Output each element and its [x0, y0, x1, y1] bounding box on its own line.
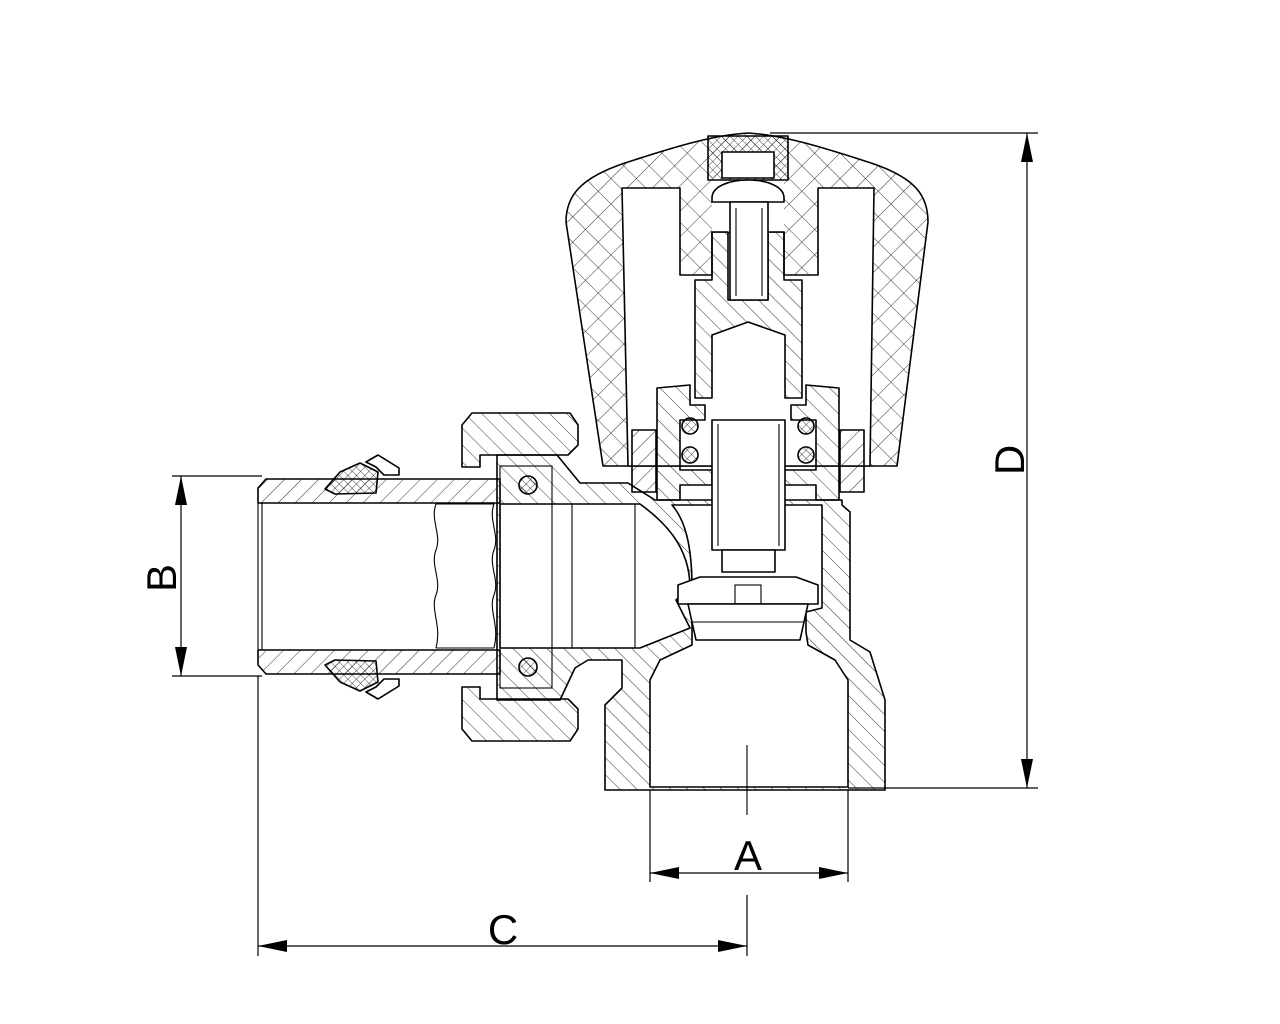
dimension-c-arrow-left: [258, 940, 287, 952]
union-sleeve: [499, 465, 636, 689]
dimension-d: D: [770, 132, 1038, 789]
union-nut-top: [461, 412, 579, 468]
bonnet-left: [656, 384, 713, 501]
o-ring-union-bottom: [518, 657, 538, 677]
dimension-c: C: [257, 676, 748, 956]
screw: [729, 201, 769, 301]
sleeve-outline: [499, 465, 553, 689]
dimension-c-label: C: [488, 906, 518, 953]
dimension-d-arrow-bottom: [1021, 759, 1033, 788]
o-ring-stem-right-upper: [797, 417, 815, 435]
screw-head: [711, 179, 785, 203]
stem-shaft: [711, 419, 786, 551]
thread-lines-right: [491, 503, 497, 649]
tailpiece: [257, 454, 501, 700]
bonnet-right: [783, 384, 840, 501]
dimension-a-label: A: [734, 832, 762, 879]
clip-bottom: [365, 678, 400, 700]
spindle-sleeve: [694, 231, 803, 399]
dimension-b-arrow-top: [175, 476, 187, 505]
dimension-d-arrow-top: [1021, 133, 1033, 162]
valve-stem: [711, 419, 786, 573]
dimension-a-arrow-left: [650, 867, 679, 879]
union-nut-bottom: [461, 686, 579, 742]
dimension-a: A: [649, 790, 849, 882]
o-ring-stem-left-lower: [681, 446, 699, 464]
dimension-b-label: B: [138, 564, 185, 592]
handle-collar-left: [631, 429, 657, 493]
olive-top: [324, 462, 379, 495]
clip-top: [365, 454, 400, 476]
thread-lines-left: [433, 503, 439, 649]
dimension-b: B: [138, 475, 262, 677]
olive-bottom: [324, 659, 379, 692]
stem-neck: [721, 549, 776, 573]
dimension-a-arrow-right: [819, 867, 848, 879]
handle-collar-right: [839, 429, 865, 493]
valve-disc: [677, 576, 819, 605]
dimension-d-label: D: [986, 445, 1033, 475]
tailpiece-bottom-wall: [257, 649, 501, 675]
dimension-b-arrow-bottom: [175, 647, 187, 676]
tailpiece-top-wall: [257, 478, 501, 504]
cap-insert-window: [721, 151, 775, 179]
o-ring-stem-right-lower: [797, 446, 815, 464]
o-ring-stem-left-upper: [681, 417, 699, 435]
dimension-c-arrow-right: [718, 940, 747, 952]
o-ring-union-top: [518, 475, 538, 495]
